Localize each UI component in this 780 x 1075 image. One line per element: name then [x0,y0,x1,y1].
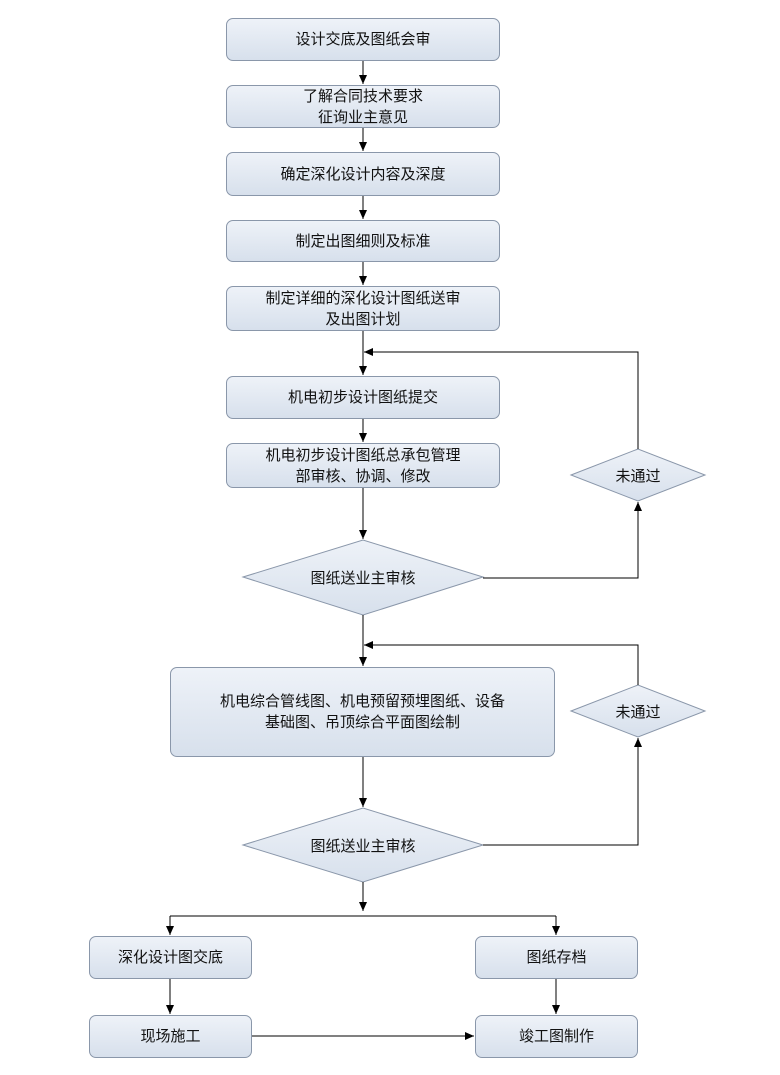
step-contract-requirements-line2: 征询业主意见 [317,107,408,126]
decision-review-1-shape [241,539,485,616]
step-detail-briefing: 深化设计图交底 [89,936,252,979]
step-define-scope: 确定深化设计内容及深度 [226,152,500,196]
step-as-built-drawings-label: 竣工图制作 [518,1027,594,1045]
step-drawing-archive: 图纸存档 [475,936,638,979]
step-contractor-review-line2: 部审核、协调、修改 [295,466,431,485]
step-submission-plan-line2: 及出图计划 [325,309,401,328]
step-as-built-drawings: 竣工图制作 [475,1015,638,1058]
step-site-construction: 现场施工 [89,1015,252,1058]
step-define-scope-label: 确定深化设计内容及深度 [280,164,446,183]
connectors [166,61,642,1040]
step-combined-drawings-line1: 机电综合管线图、机电预留预埋图纸、设备 [219,692,505,710]
decision-reject-2-label: 未通过 [615,702,661,721]
step-combined-drawings: 机电综合管线图、机电预留预埋图纸、设备 基础图、吊顶综合平面图绘制 [170,667,555,757]
loop2-review-to-reject [483,738,642,846]
step-submission-plan: 制定详细的深化设计图纸送审 及出图计划 [226,286,500,331]
step-design-briefing-label: 设计交底及图纸会审 [295,30,431,48]
step-design-briefing: 设计交底及图纸会审 [226,18,500,61]
step-contractor-review-line1: 机电初步设计图纸总承包管理 [265,445,461,464]
step-contract-requirements: 了解合同技术要求 征询业主意见 [226,85,500,128]
step-drawing-standards: 制定出图细则及标准 [226,220,500,262]
step-preliminary-submit-label: 机电初步设计图纸提交 [287,388,438,406]
step-site-construction-label: 现场施工 [140,1027,201,1045]
step-contract-requirements-line1: 了解合同技术要求 [302,86,423,105]
step-drawing-archive-label: 图纸存档 [526,948,587,966]
step-preliminary-submit: 机电初步设计图纸提交 [226,376,500,419]
step-submission-plan-line1: 制定详细的深化设计图纸送审 [265,288,461,307]
decision-reject-1-label: 未通过 [615,466,661,485]
loop1-review-to-reject [483,502,642,579]
step-detail-briefing-label: 深化设计图交底 [117,948,223,966]
step-combined-drawings-line2: 基础图、吊顶综合平面图绘制 [264,713,460,731]
decision-reject-1-shape [569,448,707,502]
step-contractor-review: 机电初步设计图纸总承包管理 部审核、协调、修改 [226,443,500,488]
loop2-reject-to-s8 [364,641,639,685]
decision-review-2-label: 图纸送业主审核 [310,836,416,855]
loop1-reject-to-s6 [364,348,639,449]
decision-reject-2-shape [569,684,707,738]
decision-review-1-label: 图纸送业主审核 [310,568,416,587]
step-drawing-standards-label: 制定出图细则及标准 [295,231,431,250]
